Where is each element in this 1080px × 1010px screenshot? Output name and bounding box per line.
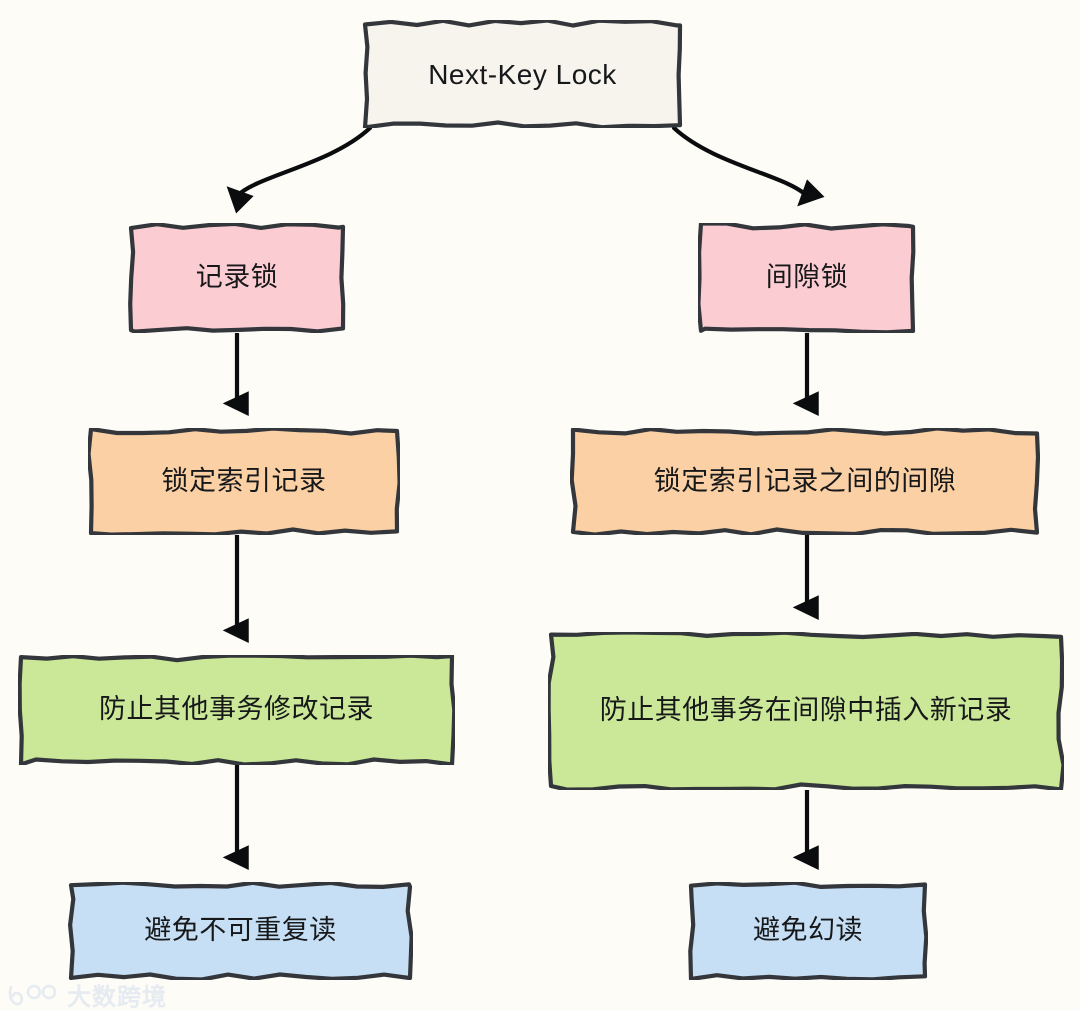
wm-logo-icon — [8, 984, 57, 1005]
edge-root-to-gap-lock — [671, 125, 825, 207]
node-avoid-phantom-read[interactable]: 避免幻读 — [688, 882, 928, 980]
node-label: 间隙锁 — [765, 262, 849, 293]
node-prevent-modify-record[interactable]: 防止其他事务修改记录 — [18, 655, 455, 765]
node-label: 锁定索引记录 — [161, 465, 327, 496]
edge-root-to-record-lock — [226, 125, 373, 214]
node-label: 防止其他事务修改记录 — [99, 694, 374, 725]
node-avoid-non-repeatable-read[interactable]: 避免不可重复读 — [68, 882, 413, 980]
node-lock-index-record[interactable]: 锁定索引记录 — [88, 428, 400, 535]
node-label: 避免幻读 — [753, 915, 863, 946]
node-shape — [362, 20, 683, 128]
node-shape — [570, 428, 1040, 535]
node-shape — [128, 223, 346, 333]
node-shape — [18, 655, 455, 765]
node-label: 避免不可重复读 — [144, 915, 337, 946]
watermark: 大数跨境 — [8, 977, 167, 1010]
node-next-key-lock[interactable]: Next-Key Lock — [362, 20, 683, 128]
node-record-lock[interactable]: 记录锁 — [128, 223, 346, 333]
node-lock-gap-between-index-records[interactable]: 锁定索引记录之间的间隙 — [570, 428, 1040, 535]
node-shape — [88, 428, 400, 535]
node-shape — [698, 223, 916, 333]
node-label: 防止其他事务在间隙中插入新记录 — [599, 695, 1013, 726]
node-label: 记录锁 — [195, 262, 279, 293]
node-shape — [68, 882, 413, 980]
node-label: 锁定索引记录之间的间隙 — [653, 465, 957, 496]
node-shape — [548, 632, 1064, 790]
node-label: Next-Key Lock — [428, 58, 617, 90]
node-shape — [688, 882, 928, 980]
watermark-text: 大数跨境 — [67, 984, 167, 1010]
node-prevent-insert-in-gap[interactable]: 防止其他事务在间隙中插入新记录 — [548, 632, 1064, 790]
node-gap-lock[interactable]: 间隙锁 — [698, 223, 916, 333]
